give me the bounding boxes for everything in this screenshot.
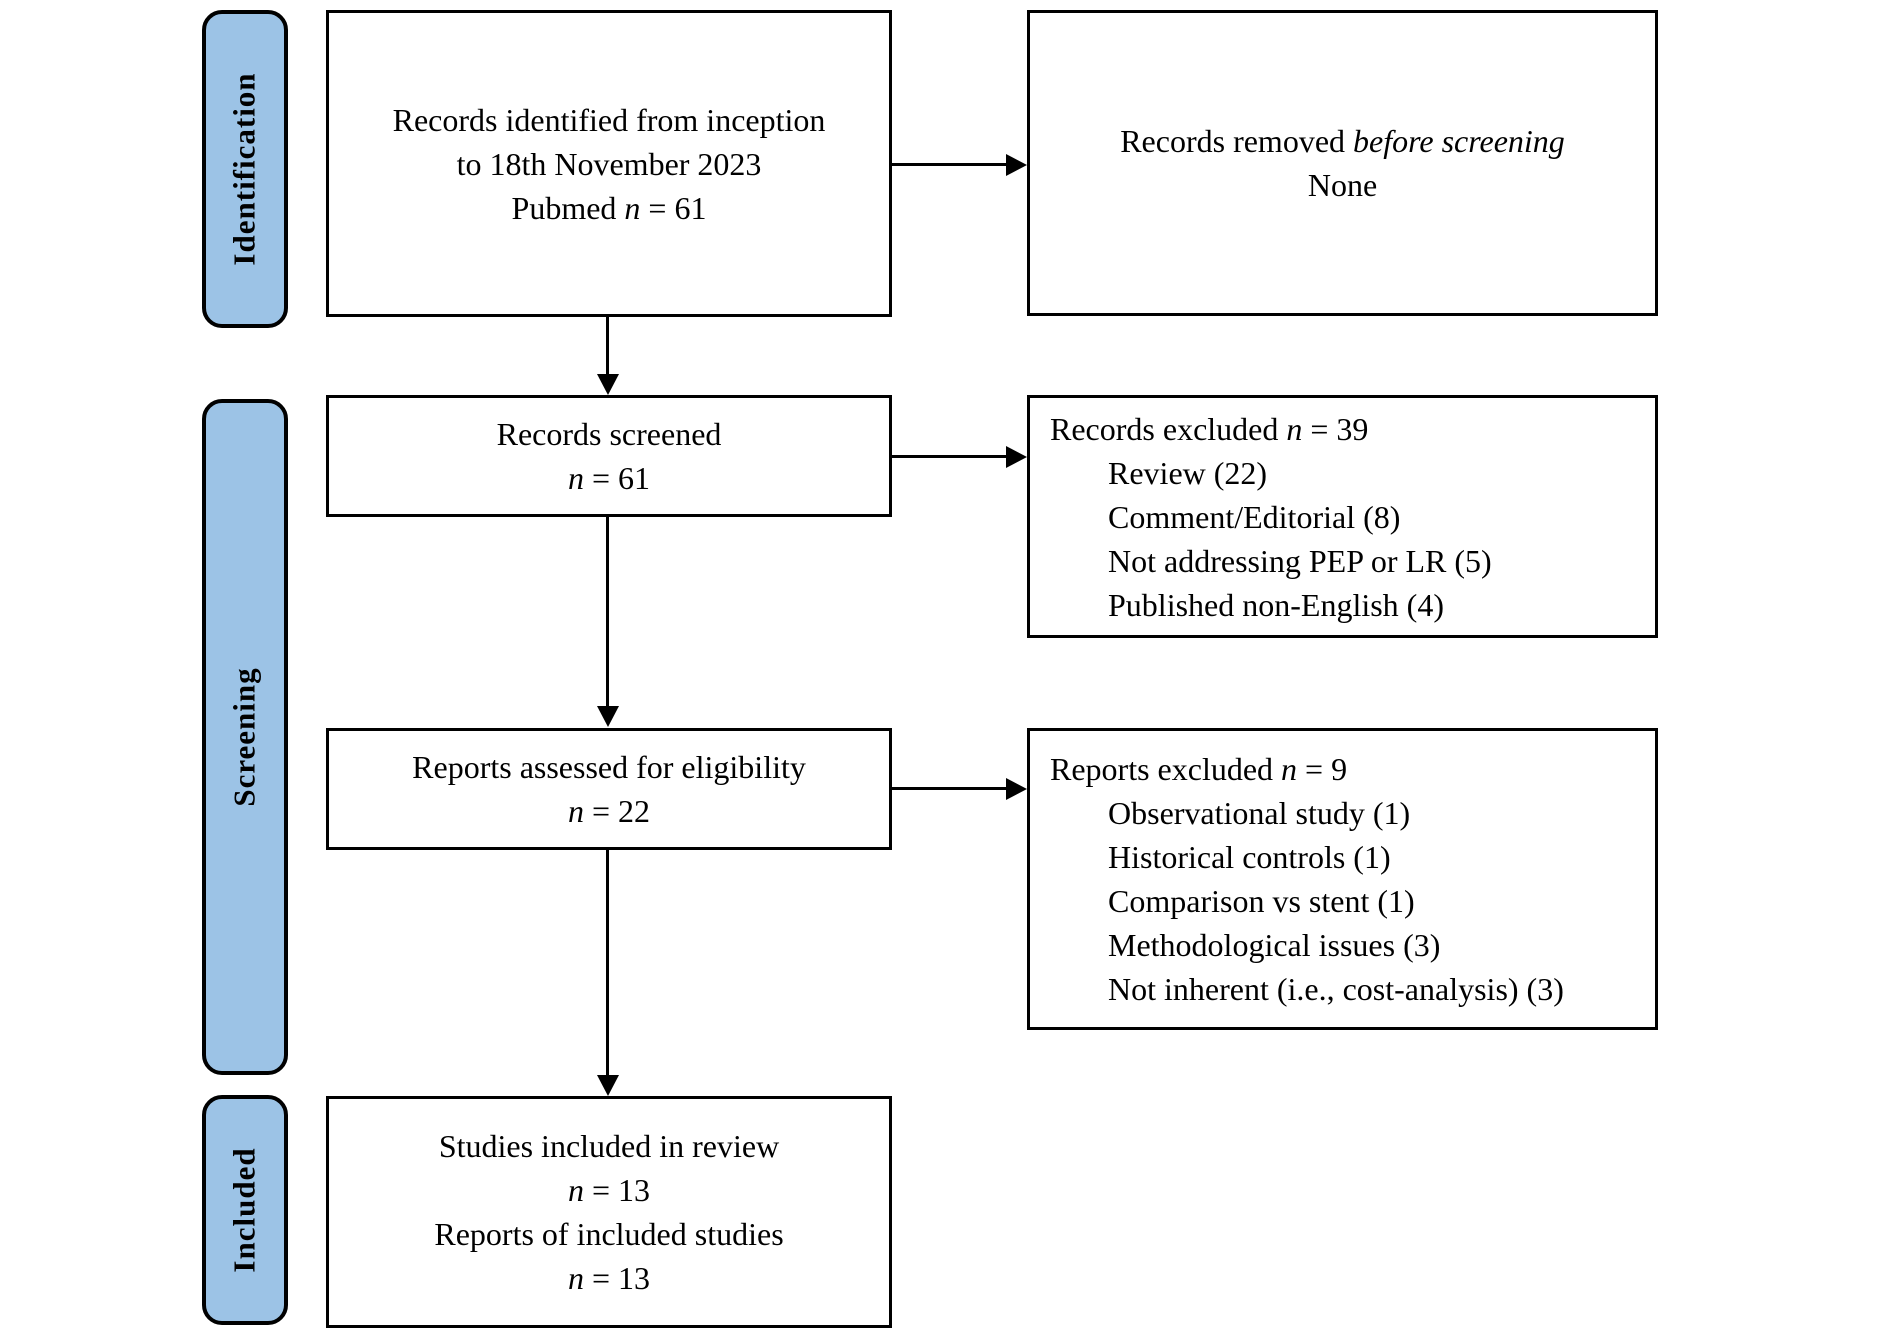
text-line: Comparison vs stent (1) <box>1050 879 1645 923</box>
arrowhead-right-icon <box>1006 445 1027 468</box>
text-line: n = 13 <box>329 1168 889 1212</box>
arrow-line-screened-to-excluded <box>892 455 1007 458</box>
text-line: Review (22) <box>1050 451 1645 495</box>
text-line: to 18th November 2023 <box>329 142 889 186</box>
box-studies-included: Studies included in review n = 13 Reports … <box>326 1096 892 1328</box>
text-line: n = 22 <box>329 789 889 833</box>
text-line: Records screened <box>329 412 889 456</box>
arrow-line-identified-to-removed <box>892 163 1007 166</box>
text-line: Not addressing PEP or LR (5) <box>1050 539 1645 583</box>
text: = 39 <box>1302 410 1369 447</box>
text: Comparison vs stent (1) <box>1108 883 1415 919</box>
text-line: Comment/Editorial (8) <box>1050 495 1645 539</box>
arrowhead-down-icon <box>596 1075 619 1096</box>
italic-text: n <box>567 793 584 829</box>
text: Reports of included studies <box>434 1216 784 1252</box>
text: = 22 <box>583 793 651 829</box>
stage-label-included: Included <box>227 1147 263 1273</box>
text-line: Records removed before screening <box>1030 119 1655 163</box>
italic-text: n <box>624 189 641 226</box>
text-line: n = 13 <box>329 1256 889 1300</box>
text: = 13 <box>583 1260 651 1296</box>
text: = 13 <box>583 1172 651 1208</box>
arrow-line-screened-to-assessed <box>606 517 609 706</box>
text-line: Reports of included studies <box>329 1212 889 1256</box>
text: Observational study (1) <box>1108 795 1411 831</box>
italic-text: n <box>567 1260 584 1296</box>
text-line: Methodological issues (3) <box>1050 923 1645 967</box>
stage-bar-screening: Screening <box>202 399 288 1075</box>
text: Not addressing PEP or LR (5) <box>1108 542 1492 579</box>
text-line: Records identified from inception <box>329 98 889 142</box>
text: Records identified from inception <box>392 101 826 138</box>
text-line: Observational study (1) <box>1050 791 1645 835</box>
arrow-line-assessed-to-excluded <box>892 787 1007 790</box>
box-reports-assessed: Reports assessed for eligibility n = 22 <box>326 728 892 850</box>
text-line: Records excluded n = 39 <box>1050 407 1645 451</box>
text: Published non-English (4) <box>1108 586 1444 623</box>
italic-text: before screening <box>1353 123 1565 159</box>
text: Studies included in review <box>438 1128 780 1164</box>
text-line: n = 61 <box>329 456 889 500</box>
box-records-screened: Records screened n = 61 <box>326 395 892 517</box>
text: Methodological issues (3) <box>1108 927 1441 963</box>
text: Records excluded <box>1050 410 1287 447</box>
text: Records screened <box>496 416 722 452</box>
box-reports-excluded: Reports excluded n = 9 Observational stud… <box>1027 728 1658 1030</box>
text: = 9 <box>1297 751 1348 787</box>
text: Comment/Editorial (8) <box>1108 498 1401 535</box>
text-line: Reports excluded n = 9 <box>1050 747 1645 791</box>
stage-label-identification: Identification <box>227 72 262 266</box>
text-line: Studies included in review <box>329 1124 889 1168</box>
text: = 61 <box>640 189 707 226</box>
arrowhead-right-icon <box>1006 777 1027 800</box>
box-records-identified: Records identified from inception to 18th… <box>326 10 892 317</box>
text: Reports excluded <box>1050 751 1282 787</box>
text-line: Pubmed n = 61 <box>329 186 889 230</box>
text: to 18th November 2023 <box>456 145 762 182</box>
text: Pubmed <box>511 189 625 226</box>
arrowhead-down-icon <box>596 706 619 727</box>
arrow-line-assessed-to-included <box>606 850 609 1076</box>
italic-text: n <box>567 460 584 496</box>
text-line: Published non-English (4) <box>1050 583 1645 627</box>
text-line: None <box>1030 163 1655 207</box>
text-line: Historical controls (1) <box>1050 835 1645 879</box>
text: Review (22) <box>1108 454 1268 491</box>
arrowhead-right-icon <box>1006 153 1027 176</box>
text: = 61 <box>583 460 651 496</box>
text-line: Reports assessed for eligibility <box>329 745 889 789</box>
arrowhead-down-icon <box>596 374 619 395</box>
italic-text: n <box>1286 410 1303 447</box>
text: Historical controls (1) <box>1108 839 1391 875</box>
text-line: Not inherent (i.e., cost-analysis) (3) <box>1050 967 1645 1011</box>
italic-text: n <box>1281 751 1298 787</box>
text: Not inherent (i.e., cost-analysis) (3) <box>1108 971 1564 1007</box>
italic-text: n <box>567 1172 584 1208</box>
stage-bar-identification: Identification <box>202 10 288 328</box>
stage-label-screening: Screening <box>227 667 262 807</box>
arrow-line-identified-to-screened <box>606 317 609 375</box>
stage-bar-included: Included <box>202 1095 288 1325</box>
text: Records removed <box>1120 123 1354 159</box>
text: Reports assessed for eligibility <box>412 749 806 785</box>
text: None <box>1307 167 1378 203</box>
